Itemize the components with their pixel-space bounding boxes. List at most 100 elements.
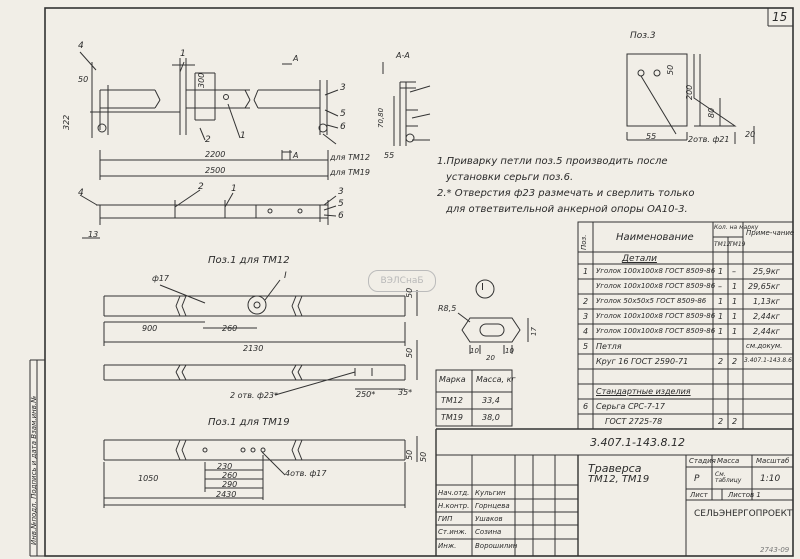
pos1-tm19-title: Поз.1 для ТМ19 [208,417,290,428]
spec-row7-note: 3.407.1-143.8.6 [744,357,792,364]
tm12-dim-900: 900 [142,324,158,333]
spec-row6-name: Петля [596,342,622,351]
spec-header-pos: Поз. [580,234,588,251]
staff-role-2: Н.контр. [438,502,470,510]
spec-sub-tm19: ТМ19 [729,241,746,248]
spec-std-row2-name: ГОСТ 2725-78 [605,417,663,426]
tm12-dim-50b: 50 [405,347,414,358]
note-line-3: 2.* Отверстия ф23 размечать и сверлить т… [437,188,695,199]
spec-std-row1-pos: 6 [583,402,589,411]
spec-row5-name: Уголок 100х100х8 ГОСТ 8509-86 [596,327,716,335]
section-mark-top: А [293,54,299,63]
tm12-dim-phi17: ф17 [152,274,170,283]
corner-stamp: 2743-09 [760,546,790,554]
label-for-tm12: для ТМ12 [330,153,370,162]
spec-row1-q12: 1 [718,267,724,276]
tm12-dim-50: 50 [405,287,414,298]
spec-row5-q12: 1 [718,327,724,336]
tb-sheets-label: Листов 1 [728,491,761,499]
staff-name-4: Созина [475,528,502,536]
callout-4-plan: 4 [78,188,84,198]
tb-scale-header: Масштаб [756,457,790,465]
dim-2200: 2200 [205,150,226,159]
staff-name-3: Ушаков [475,515,503,523]
staff-role-1: Нач.отд. [438,489,470,497]
tm12-dim-35: 35* [398,388,413,397]
tb-organization: СЕЛЬЭНЕРГОПРОЕКТ [694,509,793,519]
dim-322: 322 [62,114,71,130]
spec-header-name: Наименование [616,232,694,243]
mass-row1-mark: ТМ12 [441,396,463,405]
note-line-2: установки серьги поз.6. [446,172,574,183]
callout-2: 2 [205,135,211,145]
pos3-title: Поз.3 [630,31,656,41]
staff-role-3: ГИП [438,515,453,523]
staff-name-2: Горнцева [475,502,510,510]
callout-3-plan: 3 [338,187,344,197]
callout-1-lower: 1 [240,131,246,141]
callout-2-plan: 2 [198,182,204,192]
node-dim-20: 20 [486,354,495,362]
spec-std-row1-name: Серьга СРС-7-17 [596,402,665,411]
spec-row2-name: Уголок 100х100х8 ГОСТ 8509-86 [596,282,716,290]
spec-row3-note: 1,13кг [753,297,780,306]
tm12-dim-2130: 2130 [243,344,264,353]
callout-5-plan: 5 [338,199,344,209]
staff-role-5: Инж. [438,542,457,550]
tm19-holes: 4отв. ф17 [285,469,327,478]
node-dim-10b: 10 [505,347,514,355]
spec-row4-name: Уголок 100х100х8 ГОСТ 8509-86 [596,312,716,320]
spec-section-standard: Стандартные изделия [596,387,691,396]
tb-mass: См. таблицу [715,471,742,484]
spec-row4-q12: 1 [718,312,724,321]
mass-row2-value: 38,0 [482,413,500,422]
spec-row7-q12: 2 [718,357,724,366]
dim-55: 55 [384,151,395,160]
spec-row1-pos: 1 [583,267,589,276]
callout-3: 3 [340,83,346,93]
pos3-dim-80: 80 [707,107,716,118]
tm19-dim-2430: 2430 [216,490,237,499]
pos3-dim-55: 55 [646,132,657,141]
node-mark: I [481,282,484,293]
callout-5: 5 [340,109,346,119]
spec-std-row2-q12: 2 [718,417,724,426]
spec-row4-pos: 3 [583,312,589,321]
note-line-1: 1.Приварку петли поз.5 производить после [437,156,668,167]
spec-row4-note: 2,44кг [753,312,780,321]
spec-row3-pos: 2 [583,297,589,306]
tm19-dim-50: 50 [405,449,414,460]
title-block-code: 3.407.1-143.8.12 [590,436,685,449]
spec-row2-note: 29,65кг [748,282,780,291]
section-aa-title: А-А [396,51,410,60]
dim-50-main: 50 [78,75,89,84]
spec-header-note: Приме-чание [746,229,795,237]
tm19-dim-50b: 50 [419,451,428,462]
tm12-node-mark: I [284,271,287,281]
tm19-dim-230: 230 [217,462,233,471]
spec-row5-pos: 4 [583,327,589,336]
side-stamp: Инв.№подл. Подпись и дата Взам.инв.№ [30,395,38,545]
tm12-holes: 2 отв. ф23* [230,391,279,400]
pos3-dim-50: 50 [666,64,675,75]
pos3-dim-200: 200 [685,84,694,100]
mass-header-mark: Марка [439,375,466,384]
tb-sheet-label: Лист [690,491,708,499]
callout-1-plan: 1 [231,184,237,194]
title-block-name-1: Траверса [588,462,642,475]
staff-role-4: Ст.инж. [438,528,467,536]
spec-std-row2-q19: 2 [732,417,738,426]
spec-row3-q19: 1 [732,297,738,306]
spec-row2-q12: – [718,282,722,291]
spec-sub-tm12: ТМ12 [714,241,731,248]
mass-row1-value: 33,4 [482,396,500,405]
pos3-holes: 2отв. ф21 [688,135,730,144]
spec-row5-note: 2,44кг [753,327,780,336]
spec-row3-name: Уголок 50х50х5 ГОСТ 8509-86 [596,297,707,305]
tb-stage-header: Стадия [689,457,716,465]
staff-name-1: Кульгин [475,489,506,497]
watermark-logo: ВЭЛСнаБ [368,270,436,292]
spec-row3-q12: 1 [718,297,724,306]
dim-13: 13 [88,230,99,239]
